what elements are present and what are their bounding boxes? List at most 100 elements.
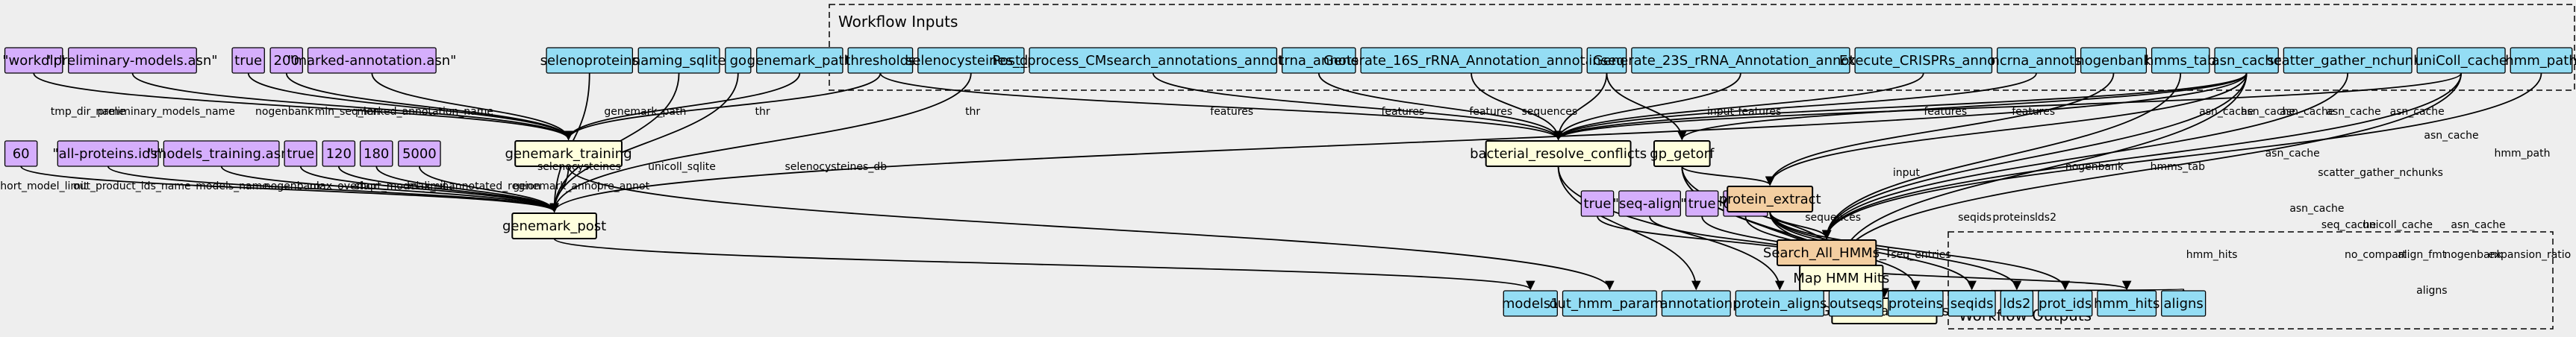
node-gen16s: Generate_16S_rRNA_Annotation_annotation [1323, 47, 1619, 74]
node-label: out_hmm_params [1550, 296, 1671, 312]
node-o-aligns: aligns [2161, 290, 2207, 317]
node-d-workdir: "workdir" [2, 47, 65, 74]
edge-label-sequences-b: sequences [1805, 212, 1861, 224]
node-o-annotation: annotation [1660, 290, 1733, 317]
node-crispr: Execute_CRISPRs_annots [1839, 47, 2008, 74]
node-d-seqalign: "seq-align" [1613, 190, 1687, 217]
edge-label-asn-cache-6: asn_cache [2265, 148, 2320, 160]
edge-label-genemark-path: genemark_path [604, 106, 686, 118]
edge-label-expansion-ratio: expansion_ratio [2488, 249, 2571, 261]
node-label: true [287, 146, 314, 162]
node-label: Generate_23S_rRNA_Annotation_annotation [1593, 53, 1889, 69]
node-label: "seq-align" [1613, 196, 1687, 212]
node-box [1653, 140, 1711, 167]
edge-label-models-name: models_name [196, 180, 269, 192]
node-box [1503, 290, 1558, 317]
node-label: 5000 [402, 146, 437, 162]
node-d-180: 180 [359, 140, 393, 167]
node-box [725, 47, 752, 74]
node-box [68, 47, 197, 74]
edge-d_allprot-to-genemark_post [107, 166, 559, 213]
node-box [4, 140, 38, 167]
node-box [1828, 290, 1884, 317]
node-label: proteins [1889, 296, 1943, 312]
edge-label-asn-cache-2: asn_cache [2241, 106, 2295, 118]
edge-post_process-to-bacterial_resolve [1152, 72, 1563, 141]
node-d-true4: true [1685, 190, 1719, 217]
node-label: Search_All_HMMs_I [1763, 245, 1890, 261]
node-gen23s: Generate_23S_rRNA_Annotation_annotation [1593, 47, 1889, 74]
edge-selenocysteines_db-to-genemark_post [549, 72, 972, 213]
edge-scatter-to-search_hmms [1821, 72, 2349, 240]
node-box [1735, 290, 1824, 317]
node-box [4, 47, 63, 74]
node-box [269, 47, 303, 74]
edge-ncrna-to-bacterial_resolve [1553, 72, 2037, 141]
node-label: naming_sqlite [632, 53, 726, 69]
edge-label-hmm-path: hmm_path [2494, 148, 2550, 160]
node-label: genemark_post [502, 218, 606, 234]
edge-label-align-fmt: align_fmt [2398, 249, 2447, 261]
edge-label-features-4: features [1738, 106, 1781, 118]
edge-go-to-genemark_post [549, 72, 739, 213]
node-box [1727, 186, 1814, 212]
node-box [847, 47, 914, 74]
node-label: inseq [1588, 53, 1624, 69]
node-box [514, 140, 623, 167]
edge-d_120-to-genemark_post [337, 166, 559, 213]
edge-label-marked-annotation-name: marked_annotation_name [357, 106, 493, 118]
edge-unicoll-to-bacterial_resolve [1553, 72, 2463, 141]
edge-label-asn-cache-8: asn_cache [2289, 203, 2344, 215]
node-ncrna: ncrna_annots [1991, 47, 2082, 74]
edge-label-no-compart: no_compart [2345, 249, 2407, 261]
node-hmms-tab: hmms_tab [2145, 47, 2215, 74]
node-box [756, 47, 843, 74]
node-box [163, 140, 280, 167]
node-box [1618, 190, 1681, 217]
node-scatter: scatter_gather_nchunks [2267, 47, 2428, 74]
node-nogenbank: nogenbank [2076, 47, 2151, 74]
node-label: Generate_16S_rRNA_Annotation_annotation [1323, 53, 1619, 69]
edge-label-min-seq-len: min_seq_len [315, 106, 380, 118]
node-trna-annots: trna_annots [1279, 47, 1359, 74]
edge-layer [20, 72, 2542, 299]
edge-label-max-unannotated-region: max_unannotated_region [408, 180, 540, 192]
edge-label-short-model-limit: short_model_limit [355, 180, 448, 192]
node-box [2000, 290, 2034, 317]
edge-label-features-5: features [1924, 106, 1967, 118]
edge-label-nogenbank-c: nogenbank [2065, 161, 2124, 173]
edge-label-genemark-annot: genemark_annot [513, 180, 602, 192]
node-box [2097, 290, 2157, 317]
edge-genemark_post-to-o_models1 [553, 238, 1535, 291]
node-gp-getorf: gp_getorf [1650, 140, 1715, 167]
node-box [1485, 140, 1632, 167]
node-o-protein-aligns: protein_aligns [1733, 290, 1827, 317]
node-d-true1: true [231, 47, 265, 74]
node-box [2510, 47, 2573, 74]
node-box [284, 140, 317, 167]
edge-label-asn-cache-7: asn_cache [2424, 130, 2478, 142]
node-box [546, 47, 634, 74]
node-bacterial-resolve: bacterial_resolve_conflicts [1470, 140, 1647, 167]
node-label: true [1584, 196, 1612, 212]
node-label: ncrna_annots [1991, 53, 2081, 69]
node-label: hmm_path [2505, 53, 2576, 69]
edge-d_5000-to-genemark_post [418, 166, 559, 213]
edge-d_marked-to-genemark_training [371, 72, 573, 141]
edge-label-thr-b: thr [965, 106, 980, 118]
node-label: thresholds [845, 53, 915, 69]
edge-asn_cache-to-map_hmm [1836, 72, 2248, 265]
node-d-5000: 5000 [398, 140, 441, 167]
node-label: 200 [274, 53, 299, 69]
node-box [1661, 290, 1731, 317]
edge-label-nogenbank-d: nogenbank [2444, 249, 2503, 261]
node-asn-cache: asn_cache [2212, 47, 2282, 74]
node-d-true3: true [1580, 190, 1615, 217]
node-label: Execute_CRISPRs_annots [1839, 53, 2008, 69]
edge-label-preliminary-models-name: preliminary_models_name [97, 106, 234, 118]
edge-asn_cache-to-gp_getorf [1677, 72, 2248, 141]
node-post-process: Post_process_CMsearch_annotations_annots… [992, 47, 1314, 74]
node-label: nogenbank [2076, 53, 2151, 69]
edge-label-max-overlap: max_overlap [310, 180, 377, 192]
node-label: seqids [1950, 296, 1994, 312]
